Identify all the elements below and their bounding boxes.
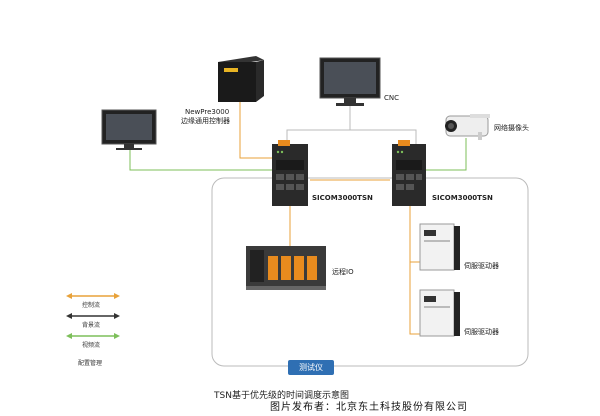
camera-icon [445,114,490,140]
servo-line [409,205,420,335]
legend-video-label: 视频流 [82,342,101,349]
switch-left-icon [272,140,308,206]
legend-arrow-video [66,333,120,339]
publisher-footer: 图片发布者：北京东土科技股份有限公司 [270,402,468,413]
legend-control-label: 控制流 [82,302,101,309]
legend-arrow-background [66,313,120,319]
servo-drive-2-label: 伺服驱动器 [464,328,499,336]
switch-left-label: SICOM3000TSN [312,194,373,202]
controller-desc-label: 边缘通用控制器 [181,117,230,125]
legend-config-label: 配置管理 [78,360,103,367]
servo-drive-1-label: 伺服驱动器 [464,262,499,270]
cnc-label: CNC [384,94,400,102]
controller-name-label: NewPre3000 [185,108,230,116]
controller-line [239,102,272,159]
switch-right-label: SICOM3000TSN [432,194,493,202]
cnc-line [286,129,417,145]
servo-drive-1-icon [419,223,460,271]
tester-badge: 测试仪 [288,360,334,375]
servo-drive-2-icon [419,289,460,337]
diagram-caption: TSN基于优先级的时间调度示意图 [214,391,349,401]
test-area-frame [211,177,529,367]
remote-io-icon [246,246,326,290]
video-line-camera [424,138,467,171]
camera-label: 网络摄像头 [494,124,529,132]
remote-io-label: 远程IO [332,268,354,276]
monitor-icon [101,109,157,150]
cnc-monitor-icon [319,57,381,106]
legend-arrow-control [66,293,120,299]
legend-background-label: 背景流 [82,322,101,329]
switch-right-icon [392,140,426,206]
video-line-monitor [129,148,272,171]
controller-icon [218,56,264,102]
